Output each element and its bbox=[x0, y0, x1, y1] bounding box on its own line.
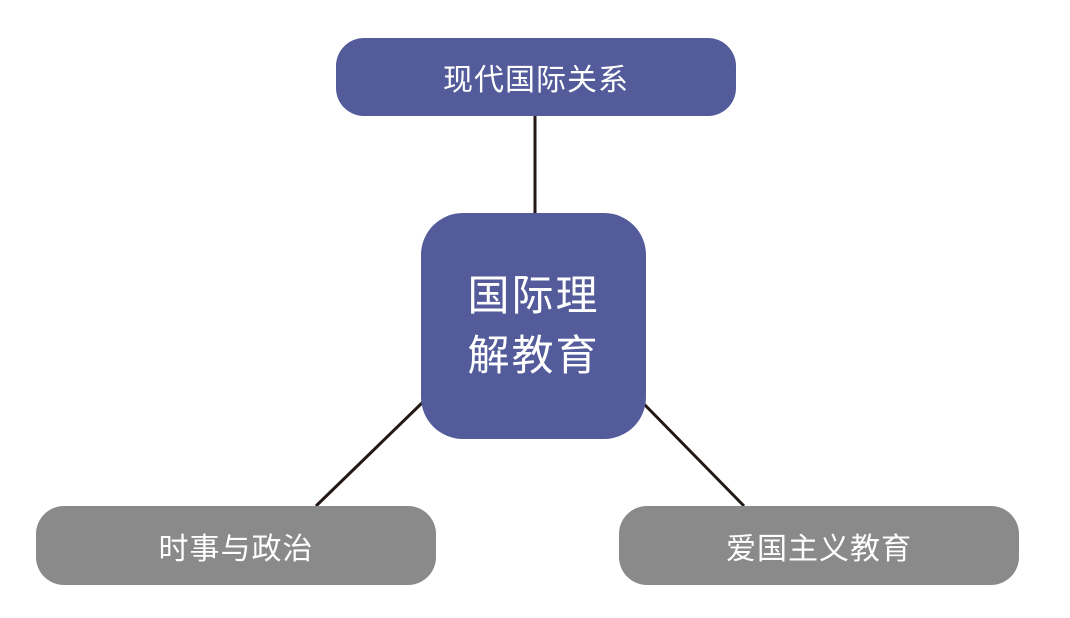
node-current-affairs-politics: 时事与政治 bbox=[36, 506, 436, 585]
node-bottom-left-label: 时事与政治 bbox=[158, 531, 314, 567]
node-center-label-line1: 国际理 bbox=[467, 271, 600, 320]
node-modern-international-relations: 现代国际关系 bbox=[336, 38, 736, 116]
node-bottom-right-label: 爱国主义教育 bbox=[726, 531, 912, 567]
connector-center-to-bottom-left bbox=[314, 400, 425, 508]
node-international-understanding-education: 国际理 解教育 bbox=[421, 213, 646, 439]
node-patriotic-education: 爱国主义教育 bbox=[619, 506, 1019, 585]
node-top-label: 现代国际关系 bbox=[443, 63, 629, 98]
node-center-label-line2: 解教育 bbox=[467, 331, 600, 380]
connector-center-to-bottom-right bbox=[642, 402, 746, 508]
